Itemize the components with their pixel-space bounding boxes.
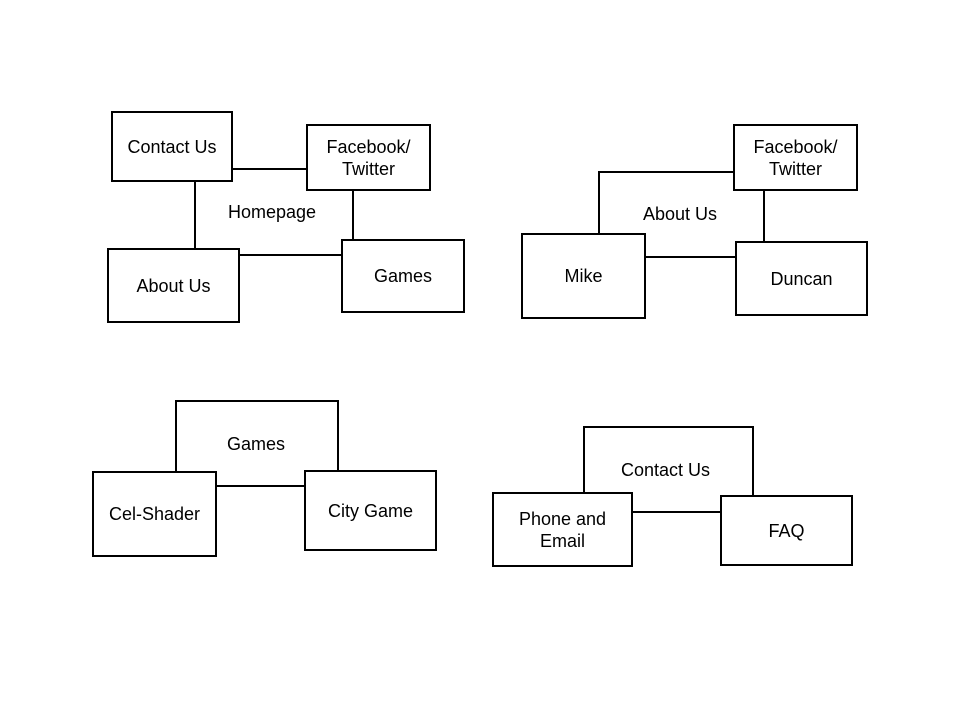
node-duncan: Duncan bbox=[735, 241, 868, 316]
node-about-us: About Us bbox=[107, 248, 240, 323]
node-facebook-twitter: Facebook/ Twitter bbox=[306, 124, 431, 191]
center-label: About Us bbox=[643, 204, 718, 224]
node-phone-and-email: Phone and Email bbox=[492, 492, 633, 567]
connector-contact-frame bbox=[583, 426, 754, 496]
node-city-game: City Game bbox=[304, 470, 437, 551]
homepage-connectors bbox=[194, 168, 354, 256]
node-contact-us: Contact Us bbox=[111, 111, 233, 182]
node-mike: Mike bbox=[521, 233, 646, 319]
center-label: Contact Us bbox=[621, 460, 711, 480]
node-games: Games bbox=[341, 239, 465, 313]
node-faq: FAQ bbox=[720, 495, 853, 566]
center-label: Games bbox=[227, 434, 286, 454]
contact-connectors bbox=[583, 426, 754, 513]
connector-mike-facebook bbox=[598, 171, 734, 234]
about-connectors bbox=[598, 171, 765, 258]
games-connectors bbox=[175, 400, 339, 487]
node-cel-shader: Cel-Shader bbox=[92, 471, 217, 557]
connector-games-frame bbox=[175, 400, 339, 471]
node-facebook-twitter: Facebook/ Twitter bbox=[733, 124, 858, 191]
center-label: Homepage bbox=[228, 202, 317, 222]
